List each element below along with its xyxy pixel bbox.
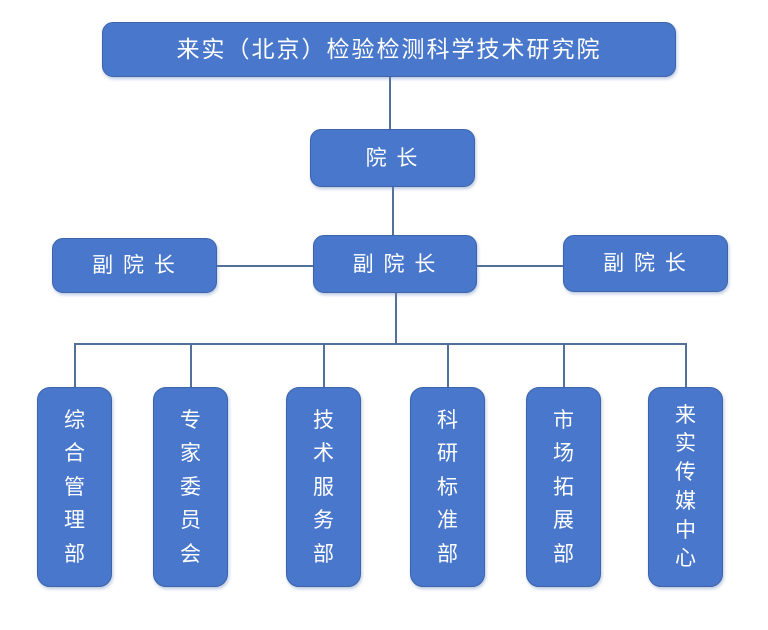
connector-root-president <box>389 77 391 129</box>
dept-box-media-center-label: 来实传媒中心 <box>675 403 696 571</box>
connector-vp-left-horizontal <box>217 265 313 267</box>
org-box-vice-president-middle-label: 副 院 长 <box>352 252 438 276</box>
connector-president-vp <box>392 187 394 236</box>
org-box-root: 来实（北京）检验检测科学技术研究院 <box>102 22 676 77</box>
dept-box-general-management-label: 综合管理部 <box>64 408 85 566</box>
dept-box-research-standards: 科研标准部 <box>410 387 485 587</box>
dept-box-expert-committee: 专家委员会 <box>153 387 228 587</box>
org-box-vice-president-right-label: 副 院 长 <box>603 252 688 275</box>
org-box-vice-president-left-label: 副 院 长 <box>92 254 177 277</box>
dept-box-expert-committee-label: 专家委员会 <box>180 408 201 566</box>
connector-drop-1 <box>74 343 76 387</box>
dept-box-technical-service-label: 技术服务部 <box>313 408 334 566</box>
org-box-vice-president-middle: 副 院 长 <box>313 235 477 293</box>
connector-drop-3 <box>323 343 325 387</box>
connector-bus-horizontal <box>74 343 686 345</box>
connector-drop-4 <box>447 343 449 387</box>
org-box-vice-president-right: 副 院 长 <box>563 235 728 292</box>
connector-drop-6 <box>685 343 687 387</box>
org-box-vice-president-left: 副 院 长 <box>52 238 217 293</box>
org-box-president: 院 长 <box>310 129 475 187</box>
connector-vp-right-horizontal <box>477 265 563 267</box>
dept-box-market-development: 市场拓展部 <box>526 387 601 587</box>
dept-box-market-development-label: 市场拓展部 <box>553 408 574 566</box>
connector-drop-2 <box>190 343 192 387</box>
dept-box-technical-service: 技术服务部 <box>286 387 361 587</box>
connector-vp-bus-vertical <box>395 293 397 343</box>
connector-drop-5 <box>563 343 565 387</box>
dept-box-general-management: 综合管理部 <box>37 387 112 587</box>
org-box-president-label: 院 长 <box>365 146 420 170</box>
dept-box-research-standards-label: 科研标准部 <box>437 408 458 566</box>
org-box-root-label: 来实（北京）检验检测科学技术研究院 <box>176 36 602 62</box>
dept-box-media-center: 来实传媒中心 <box>648 387 723 587</box>
